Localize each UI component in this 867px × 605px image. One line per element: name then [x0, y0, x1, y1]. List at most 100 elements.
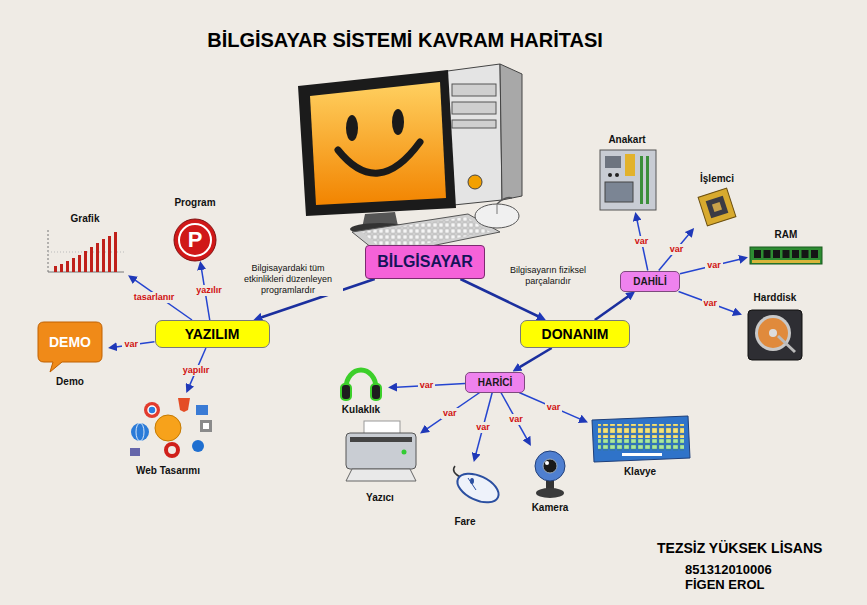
edge-label-holder: yapılır [181, 365, 212, 376]
title-holder: BİLGİSAYAR SİSTEMİ KAVRAM HARİTASI [207, 29, 603, 52]
edge-label-holder: var [418, 380, 436, 391]
item-caption: Kulaklık [342, 404, 380, 416]
label-holder: DEMO [49, 334, 91, 350]
node-text: HARİCİ [478, 377, 512, 388]
ram-icon [750, 247, 822, 264]
concept-item: RAM [748, 229, 824, 267]
edge-label-holder: Bilgisayarın fiziksel parçalarıdır [500, 265, 596, 287]
edge-label: var [441, 408, 459, 419]
edge-label: var [705, 260, 723, 271]
node-text: DAHİLİ [633, 276, 666, 287]
label-holder: FİGEN EROL [685, 578, 764, 592]
edge-label: var [702, 298, 720, 309]
edge-label: tasarlanır [132, 292, 177, 303]
concept-box: BİLGİSAYAR [365, 245, 485, 279]
edge-label-holder: var [545, 402, 563, 413]
concept-item: Demo [32, 318, 108, 388]
edge-label-holder: var [441, 408, 459, 419]
web-icons [130, 398, 212, 456]
headphone-icon [341, 370, 381, 400]
concept-item: Yazıcı [340, 418, 420, 504]
item-caption: RAM [775, 229, 798, 241]
item-caption: Harddisk [754, 292, 797, 304]
connector [516, 348, 552, 369]
edge-label-holder: yazılır [194, 285, 224, 296]
computer-illustration [298, 64, 522, 256]
concept-item: Kulaklık [334, 362, 388, 416]
concept-item: Klavye [588, 412, 692, 478]
author-name: FİGEN EROL [685, 578, 764, 592]
cpu-icon [698, 188, 736, 226]
concept-item: Harddisk [742, 292, 808, 362]
program-logo [174, 219, 216, 261]
edge-label-holder: var [122, 339, 140, 350]
connector [659, 231, 692, 270]
edge-label-holder: var [633, 236, 651, 247]
node-text: DONANIM [542, 326, 609, 342]
edge-label: var [507, 414, 525, 425]
student-number: 851312010006 [685, 563, 772, 577]
edge-label: var [418, 380, 436, 391]
item-caption: İşlemci [700, 173, 734, 185]
demo-bubble [38, 322, 102, 372]
diagram-title: BİLGİSAYAR SİSTEMİ KAVRAM HARİTASI [207, 29, 603, 52]
motherboard-icon [600, 150, 656, 210]
edge-label: var [122, 339, 140, 350]
item-caption: Web Tasarımı [136, 465, 200, 477]
edge-label-holder: var [507, 414, 525, 425]
edge-label: yapılır [181, 365, 212, 376]
item-caption: Fare [454, 516, 475, 528]
edge-label-holder: Bilgisayardaki tüm etkinlikleri düzenley… [233, 263, 343, 296]
edge-label-holder: tasarlanır [132, 292, 177, 303]
harddisk-icon [748, 310, 802, 360]
concept-box: HARİCİ [465, 372, 525, 393]
item-caption: Grafik [71, 213, 100, 225]
item-caption: Klavye [624, 466, 656, 478]
edge-label: var [633, 236, 651, 247]
node-text: YAZILIM [185, 326, 240, 342]
mouse-icon [453, 466, 503, 508]
edge-label: Bilgisayardaki tüm etkinlikleri düzenley… [233, 263, 343, 296]
edge-label: var [545, 402, 563, 413]
connector [131, 277, 192, 320]
item-caption: Demo [56, 376, 84, 388]
connector [595, 294, 632, 320]
chart-icon [48, 230, 124, 272]
concept-item: İşlemci [688, 173, 746, 228]
edge-label: var [668, 244, 686, 255]
camera-icon [535, 451, 565, 498]
connector [680, 258, 744, 274]
item-caption: Program [174, 197, 215, 209]
concept-box: YAZILIM [155, 320, 270, 348]
connector [679, 292, 739, 314]
label-holder: 851312010006 [685, 563, 772, 577]
edge-label-holder: var [702, 298, 720, 309]
node-text: BİLGİSAYAR [377, 253, 473, 271]
keyboard-icon [592, 416, 690, 462]
edge-label-holder: var [474, 422, 492, 433]
edge-label: yazılır [194, 285, 224, 296]
item-caption: Yazıcı [366, 492, 394, 504]
label-holder: P [188, 229, 203, 251]
connector [475, 393, 492, 459]
edge-label-holder: var [705, 260, 723, 271]
item-caption: Kamera [532, 502, 569, 514]
concept-item: Web Tasarımı [118, 393, 218, 477]
badge-text: DEMO [49, 334, 91, 350]
item-caption: Anakart [608, 134, 645, 146]
degree-note: TEZSİZ YÜKSEK LİSANS [657, 540, 822, 556]
connector [423, 393, 479, 432]
concept-item: Kamera [524, 446, 576, 514]
connector [519, 393, 584, 421]
edge-label: var [474, 422, 492, 433]
label-holder: TEZSİZ YÜKSEK LİSANS [657, 540, 822, 556]
concept-item: Fare [425, 462, 505, 528]
concept-item: Anakart [596, 134, 658, 212]
concept-item: Grafik [42, 213, 128, 277]
edge-label-holder: var [668, 244, 686, 255]
connector [501, 393, 529, 443]
edge-label: Bilgisayarın fiziksel parçalarıdır [500, 265, 596, 287]
printer-icon [346, 421, 416, 481]
